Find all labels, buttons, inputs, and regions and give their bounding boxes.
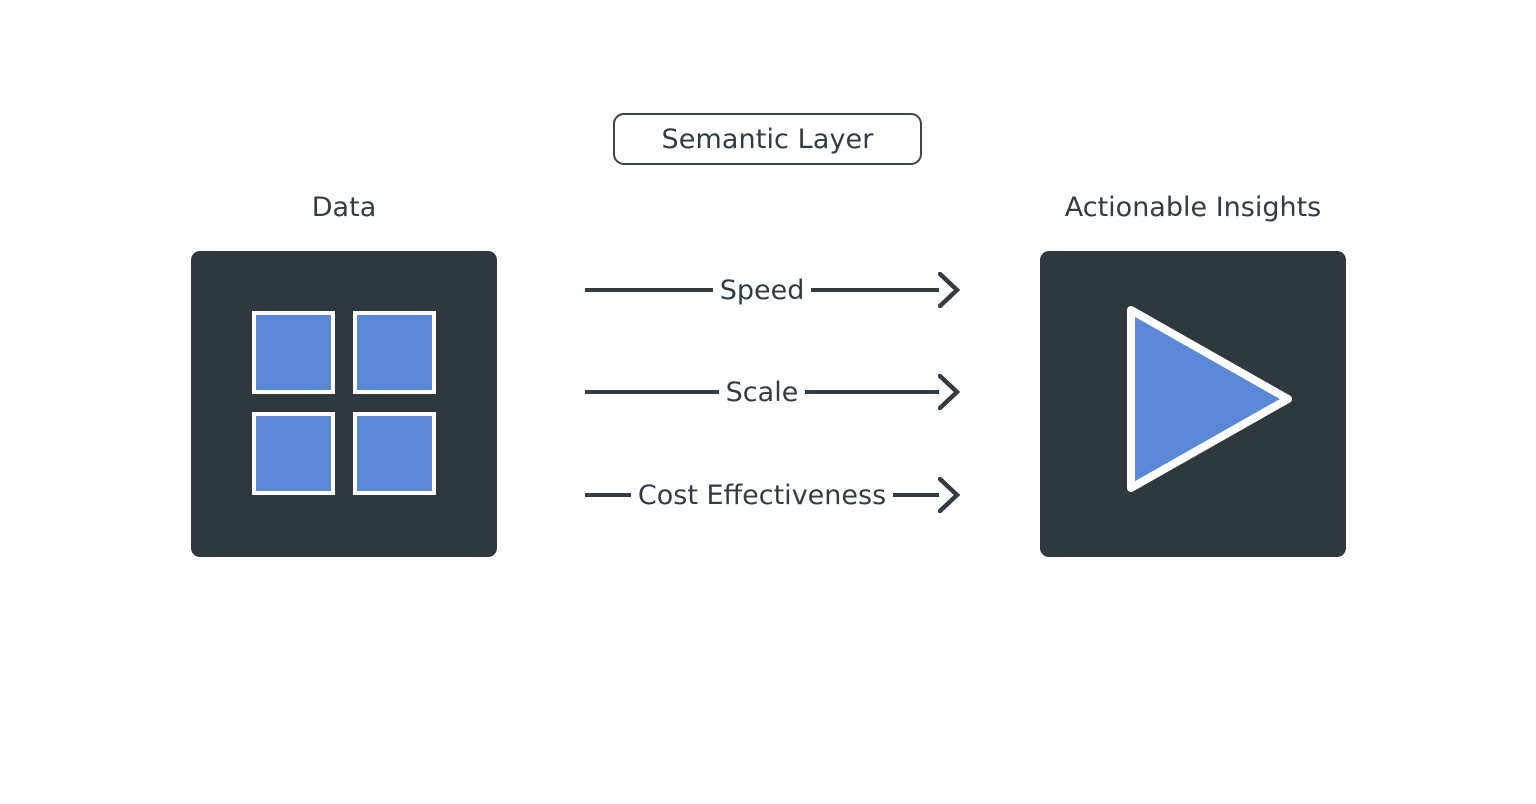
- grid-cell-bottom-left: [252, 412, 335, 495]
- arrow-right-icon: [938, 374, 960, 410]
- grid-cell-bottom-right: [353, 412, 436, 495]
- arrow-right-icon: [938, 272, 961, 308]
- connector-line-right: [805, 390, 939, 394]
- connector-cost-effectiveness: Cost Effectiveness: [585, 467, 961, 523]
- semantic-layer-label: Semantic Layer: [661, 123, 874, 155]
- grid-2x2-icon: [252, 311, 436, 495]
- actionable-insights-caption: Actionable Insights: [1064, 192, 1322, 223]
- connector-line-right: [811, 288, 940, 292]
- connector-label-scale: Scale: [725, 376, 799, 408]
- arrow-right-icon: [938, 477, 961, 513]
- play-triangle-icon: [1127, 306, 1292, 492]
- connector-line-right: [893, 493, 940, 497]
- connector-label-speed: Speed: [719, 274, 805, 306]
- connector-line-left: [585, 390, 719, 394]
- connector-scale: Scale: [585, 364, 960, 420]
- semantic-layer-banner: Semantic Layer: [613, 113, 922, 165]
- connector-speed: Speed: [585, 262, 961, 318]
- connector-label-cost-effectiveness: Cost Effectiveness: [637, 479, 887, 511]
- grid-cell-top-left: [252, 311, 335, 394]
- connector-line-left: [585, 288, 713, 292]
- grid-cell-top-right: [353, 311, 436, 394]
- data-panel: [191, 251, 497, 557]
- actionable-insights-panel: [1040, 251, 1346, 557]
- data-caption: Data: [311, 192, 377, 223]
- connector-line-left: [585, 493, 631, 497]
